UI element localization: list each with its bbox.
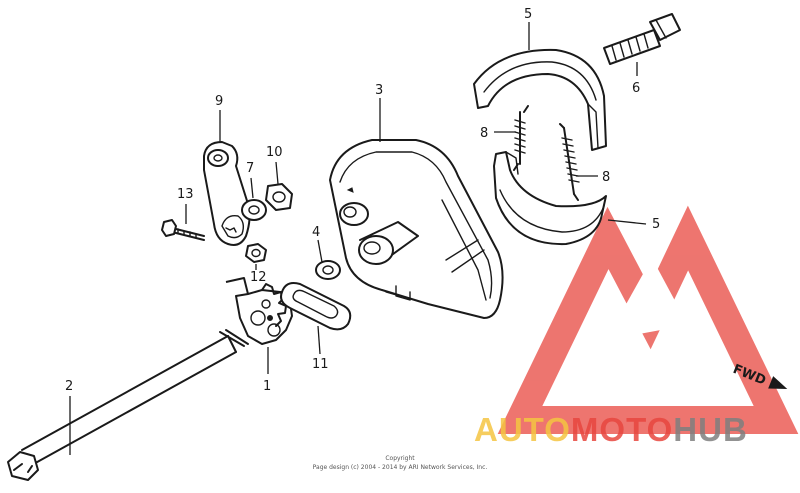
callout-6: 6 <box>632 62 640 96</box>
nut-part <box>265 183 293 211</box>
callout-5-lower: 5 <box>607 217 660 232</box>
brake-cam-plate-part <box>225 277 293 345</box>
nut-part <box>245 243 267 263</box>
callout-4: 4 <box>312 225 323 263</box>
axle-bolt-part <box>7 329 249 481</box>
callout-12: 12 <box>250 264 267 285</box>
brake-arm-part <box>203 141 251 246</box>
svg-text:9: 9 <box>215 94 223 109</box>
svg-text:11: 11 <box>312 357 329 372</box>
svg-text:Page design (c) 2004 - 2014 by: Page design (c) 2004 - 2014 by ARI Netwo… <box>313 464 488 471</box>
svg-text:4: 4 <box>312 225 320 240</box>
svg-text:10: 10 <box>266 145 283 160</box>
callout-11: 11 <box>312 325 329 372</box>
callout-10: 10 <box>266 145 283 185</box>
svg-text:7: 7 <box>246 161 254 176</box>
callout-5-upper: 5 <box>524 7 532 50</box>
svg-text:5: 5 <box>652 217 660 232</box>
callout-1: 1 <box>263 347 271 394</box>
svg-text:12: 12 <box>250 270 267 285</box>
svg-text:6: 6 <box>632 81 640 96</box>
brake-shoe-part <box>473 48 607 151</box>
callout-2: 2 <box>65 379 73 455</box>
automotohub-logo <box>497 205 799 434</box>
callout-7: 7 <box>246 161 254 199</box>
callout-3: 3 <box>375 83 383 142</box>
svg-text:8: 8 <box>480 126 488 141</box>
washer-part <box>315 260 341 280</box>
copyright-notice: Copyright Page design (c) 2004 - 2014 by… <box>313 455 488 471</box>
svg-text:8: 8 <box>602 170 610 185</box>
svg-text:13: 13 <box>177 187 194 202</box>
brake-panel-part <box>329 139 504 319</box>
svg-text:AUTOMOTOHUB: AUTOMOTOHUB <box>474 411 748 448</box>
callout-8-right: 8 <box>576 170 610 185</box>
callout-8-left: 8 <box>480 126 516 141</box>
seal-gasket-part <box>280 282 352 331</box>
bolt-part <box>161 219 205 241</box>
svg-text:1: 1 <box>263 379 271 394</box>
svg-text:Copyright: Copyright <box>385 455 415 462</box>
spring-part <box>559 123 580 201</box>
svg-text:5: 5 <box>524 7 532 22</box>
washer-part <box>241 199 267 221</box>
automotohub-wordmark: AUTOMOTOHUB <box>474 411 748 448</box>
svg-text:3: 3 <box>375 83 383 98</box>
callout-9: 9 <box>215 94 223 142</box>
brake-cam-part <box>603 13 681 65</box>
svg-text:2: 2 <box>65 379 73 394</box>
spring-part <box>513 105 529 171</box>
brake-shoe-part <box>493 151 607 246</box>
callout-13: 13 <box>177 187 194 224</box>
